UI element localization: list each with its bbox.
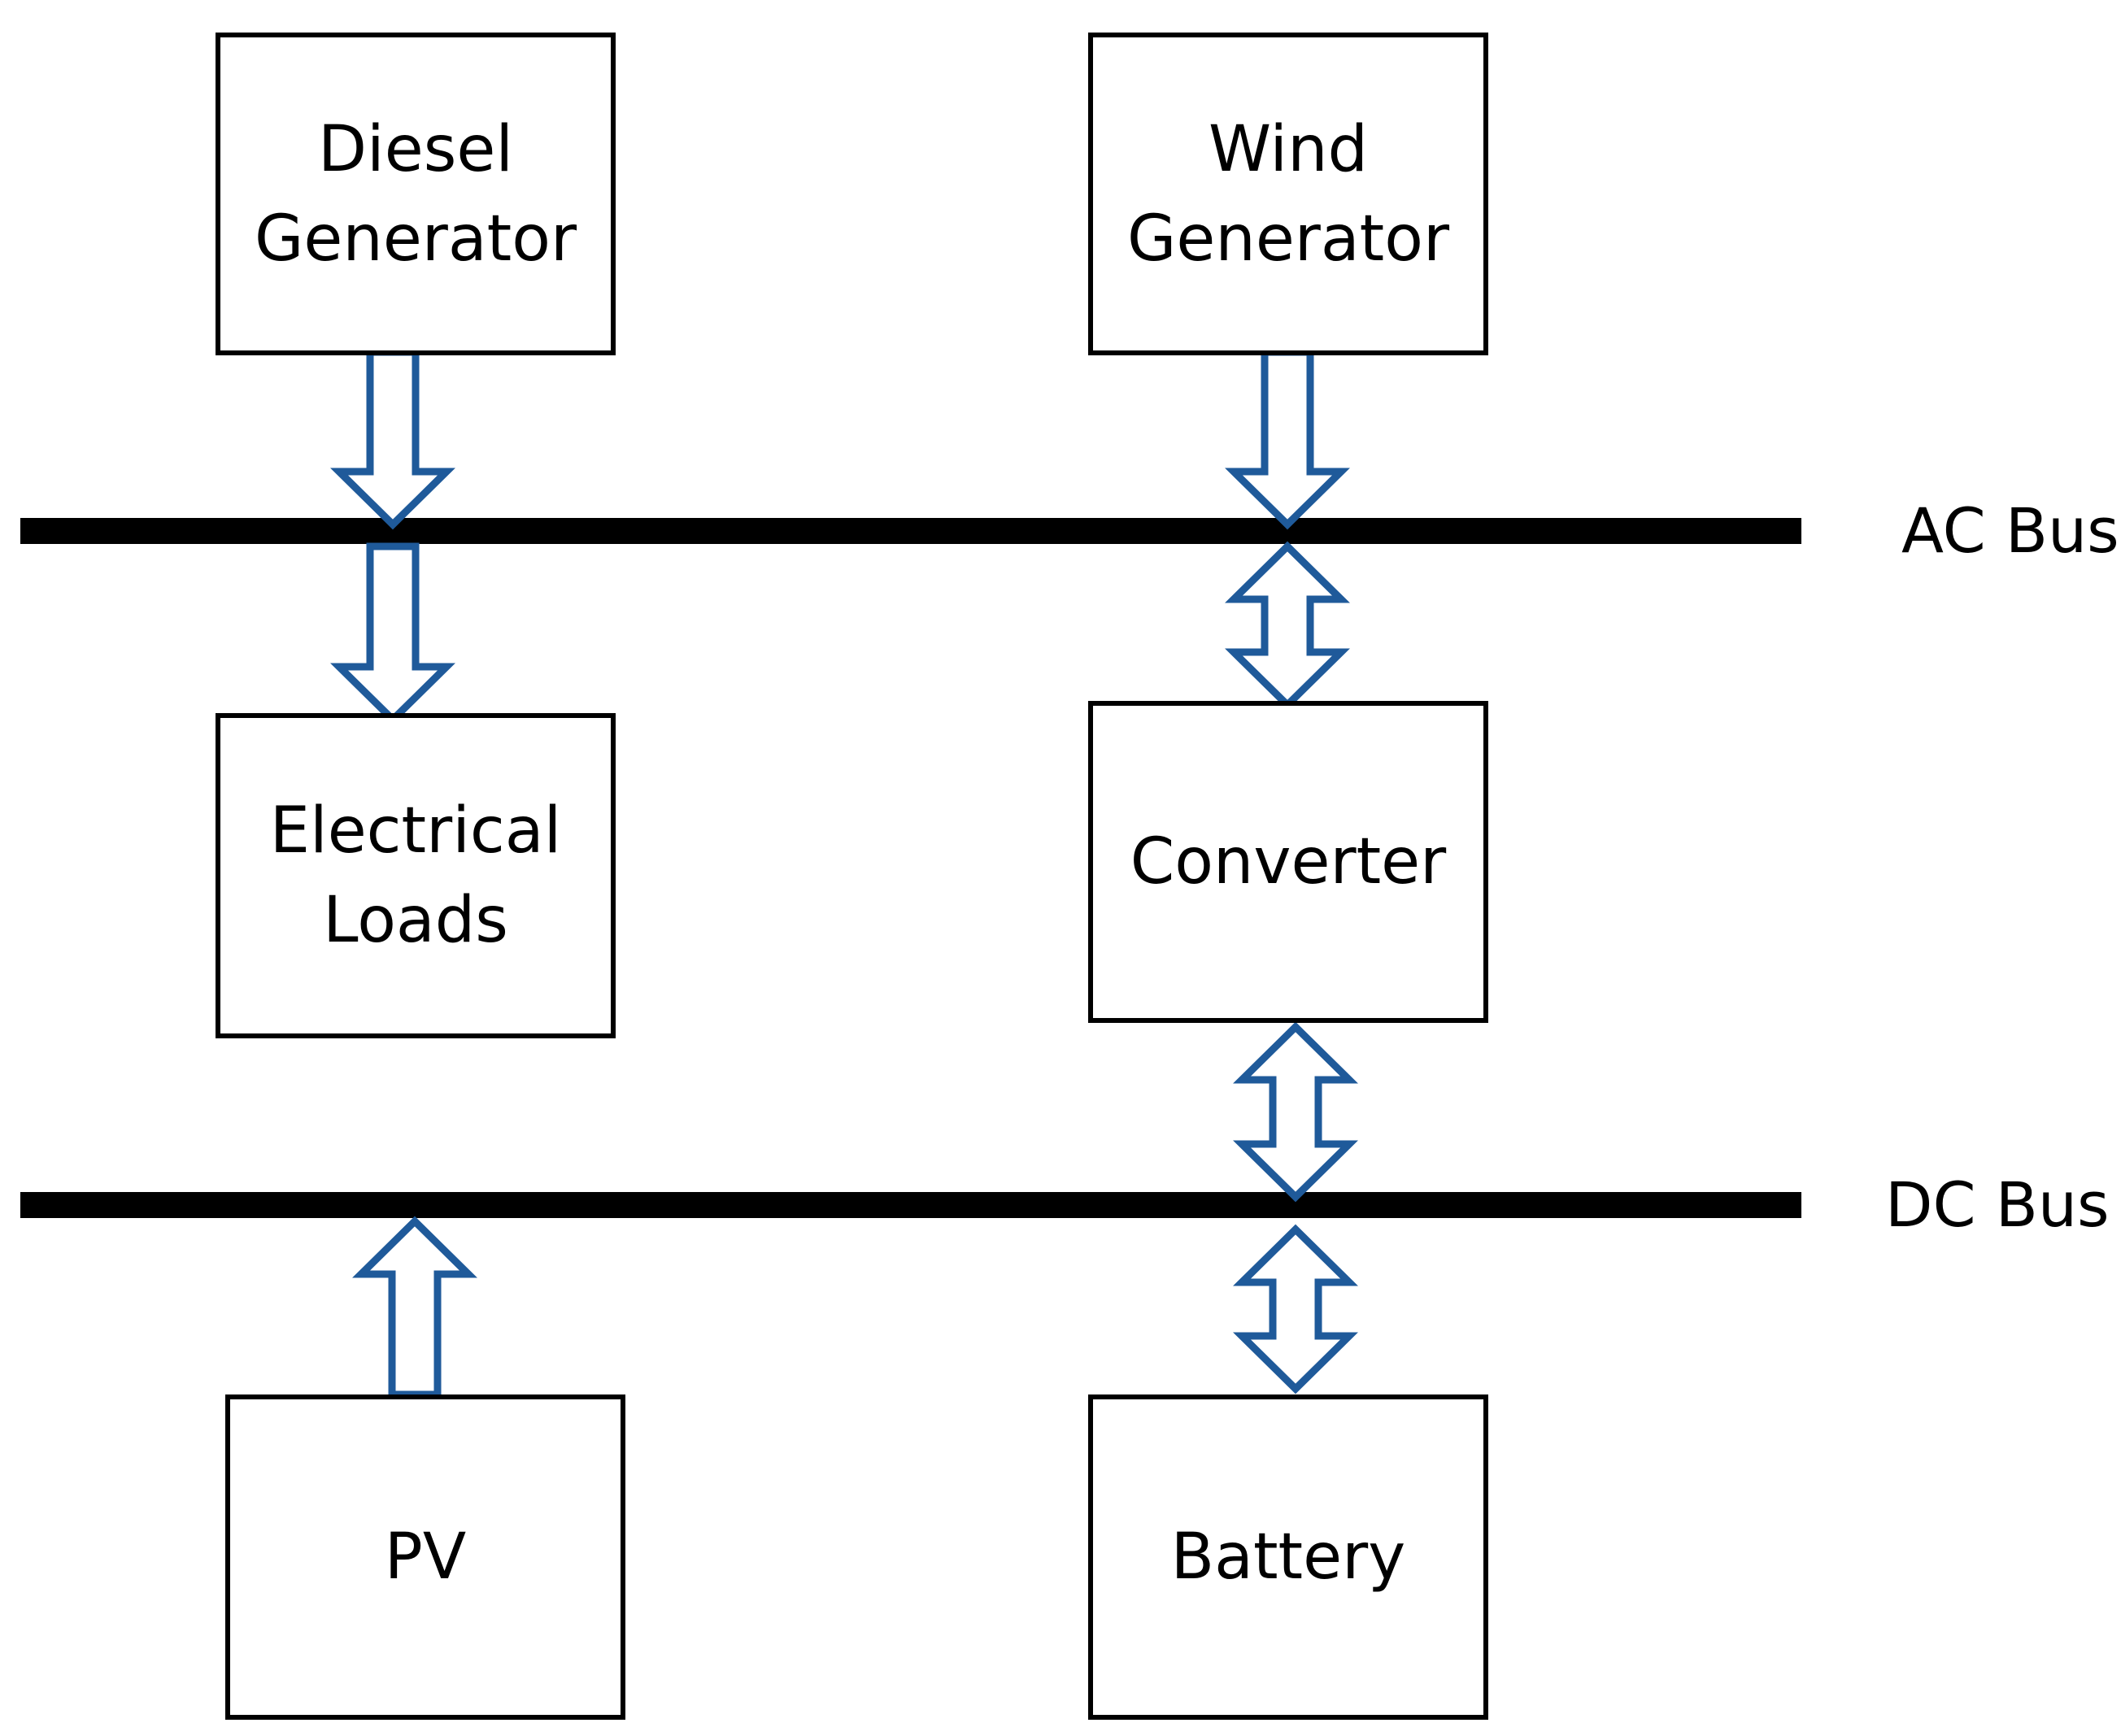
diesel-generator-block: Diesel Generator (216, 33, 616, 355)
dc-bus-battery-arrow (1233, 1224, 1358, 1394)
converter-dc-bus-arrow (1233, 1021, 1358, 1203)
pv-label: PV (384, 1521, 467, 1594)
battery-label: Battery (1170, 1521, 1406, 1594)
diesel-generator-label: Diesel Generator (254, 112, 577, 276)
electrical-loads-block: Electrical Loads (216, 713, 616, 1038)
wind-generator-label: Wind Generator (1126, 112, 1450, 276)
wind-generator-block: Wind Generator (1088, 33, 1488, 355)
flow-arrows (330, 348, 1358, 1399)
diesel-to-ac-bus-arrow (330, 348, 455, 530)
electrical-loads-label: Electrical Loads (269, 794, 562, 957)
ac-bus-label: AC Bus (1901, 494, 2119, 567)
converter-block: Converter (1088, 701, 1488, 1023)
pv-block: PV (225, 1394, 625, 1720)
ac-bus-to-loads-arrow (330, 542, 455, 725)
ac-bus-converter-arrow (1225, 541, 1350, 711)
converter-label: Converter (1130, 825, 1447, 898)
dc-bus-label: DC Bus (1885, 1168, 2110, 1241)
battery-block: Battery (1088, 1394, 1488, 1720)
wind-to-ac-bus-arrow (1225, 348, 1350, 530)
pv-to-dc-bus-arrow (352, 1216, 477, 1399)
